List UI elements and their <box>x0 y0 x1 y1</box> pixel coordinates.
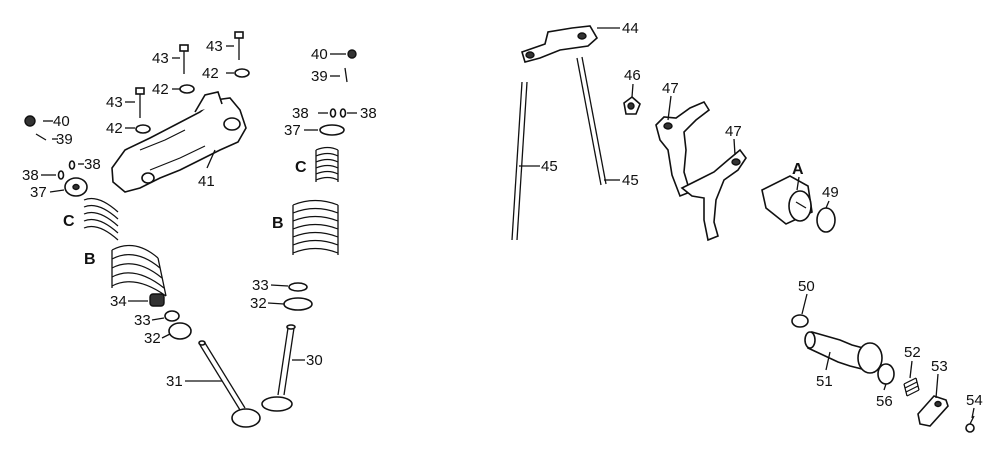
push-rod-part <box>511 56 607 241</box>
o-ring-small-part <box>791 314 809 328</box>
spring-retainer-part <box>64 124 345 197</box>
label-39: 39 <box>311 68 328 85</box>
rocker-arm-part <box>655 100 747 242</box>
push-rod-guide-plate-part <box>521 25 599 63</box>
label-C: C <box>63 213 75 230</box>
valve-part <box>198 324 296 428</box>
label-33: 33 <box>252 277 269 294</box>
o-ring-large-part <box>877 363 895 385</box>
label-39: 39 <box>56 131 73 148</box>
label-38: 38 <box>22 167 39 184</box>
nut-part <box>24 49 357 141</box>
label-31: 31 <box>166 373 183 390</box>
label-A: A <box>792 161 804 178</box>
label-41: 41 <box>198 173 215 190</box>
label-30: 30 <box>306 352 323 369</box>
cam-shaft-part <box>804 331 883 374</box>
label-42: 42 <box>152 81 169 98</box>
label-53: 53 <box>931 358 948 375</box>
label-46: 46 <box>624 67 641 84</box>
label-38: 38 <box>292 105 309 122</box>
spring-seat-part <box>164 282 313 340</box>
label-38: 38 <box>84 156 101 173</box>
label-B: B <box>272 215 284 232</box>
bolt-part <box>135 31 244 118</box>
label-B: B <box>84 251 96 268</box>
callout-labels: 43 43 42 42 43 42 41 40 39 38 38 37 40 3… <box>22 20 983 410</box>
label-47: 47 <box>725 123 742 140</box>
label-52: 52 <box>904 344 921 361</box>
label-33: 33 <box>134 312 151 329</box>
label-38: 38 <box>360 105 377 122</box>
rocker-arm-holder-part <box>111 91 247 193</box>
stopper-plate-part <box>917 395 949 427</box>
inner-valve-spring-part <box>83 146 339 241</box>
rocker-shaft-part <box>761 175 813 225</box>
label-40: 40 <box>53 113 70 130</box>
bushing-part <box>623 95 641 115</box>
label-C: C <box>295 159 307 176</box>
small-bolt-part <box>965 415 975 433</box>
label-56: 56 <box>876 393 893 410</box>
outer-valve-spring-part <box>111 199 339 297</box>
label-42: 42 <box>202 65 219 82</box>
label-43: 43 <box>206 38 223 55</box>
leader-lines <box>41 27 975 419</box>
label-44: 44 <box>622 20 639 37</box>
label-42: 42 <box>106 120 123 137</box>
washer-part <box>135 68 250 134</box>
label-32: 32 <box>250 295 267 312</box>
label-45: 45 <box>541 158 558 175</box>
label-34: 34 <box>110 293 127 310</box>
label-49: 49 <box>822 184 839 201</box>
label-51: 51 <box>816 373 833 390</box>
label-54: 54 <box>966 392 983 409</box>
label-43: 43 <box>106 94 123 111</box>
label-47: 47 <box>662 80 679 97</box>
o-ring-part <box>816 207 836 233</box>
label-40: 40 <box>311 46 328 63</box>
label-37: 37 <box>284 122 301 139</box>
label-37: 37 <box>30 184 47 201</box>
spring-part <box>903 377 920 397</box>
label-50: 50 <box>798 278 815 295</box>
label-45: 45 <box>622 172 639 189</box>
label-32: 32 <box>144 330 161 347</box>
valve-cotter-part <box>57 108 347 180</box>
label-43: 43 <box>152 50 169 67</box>
stem-seal-part <box>149 293 165 307</box>
